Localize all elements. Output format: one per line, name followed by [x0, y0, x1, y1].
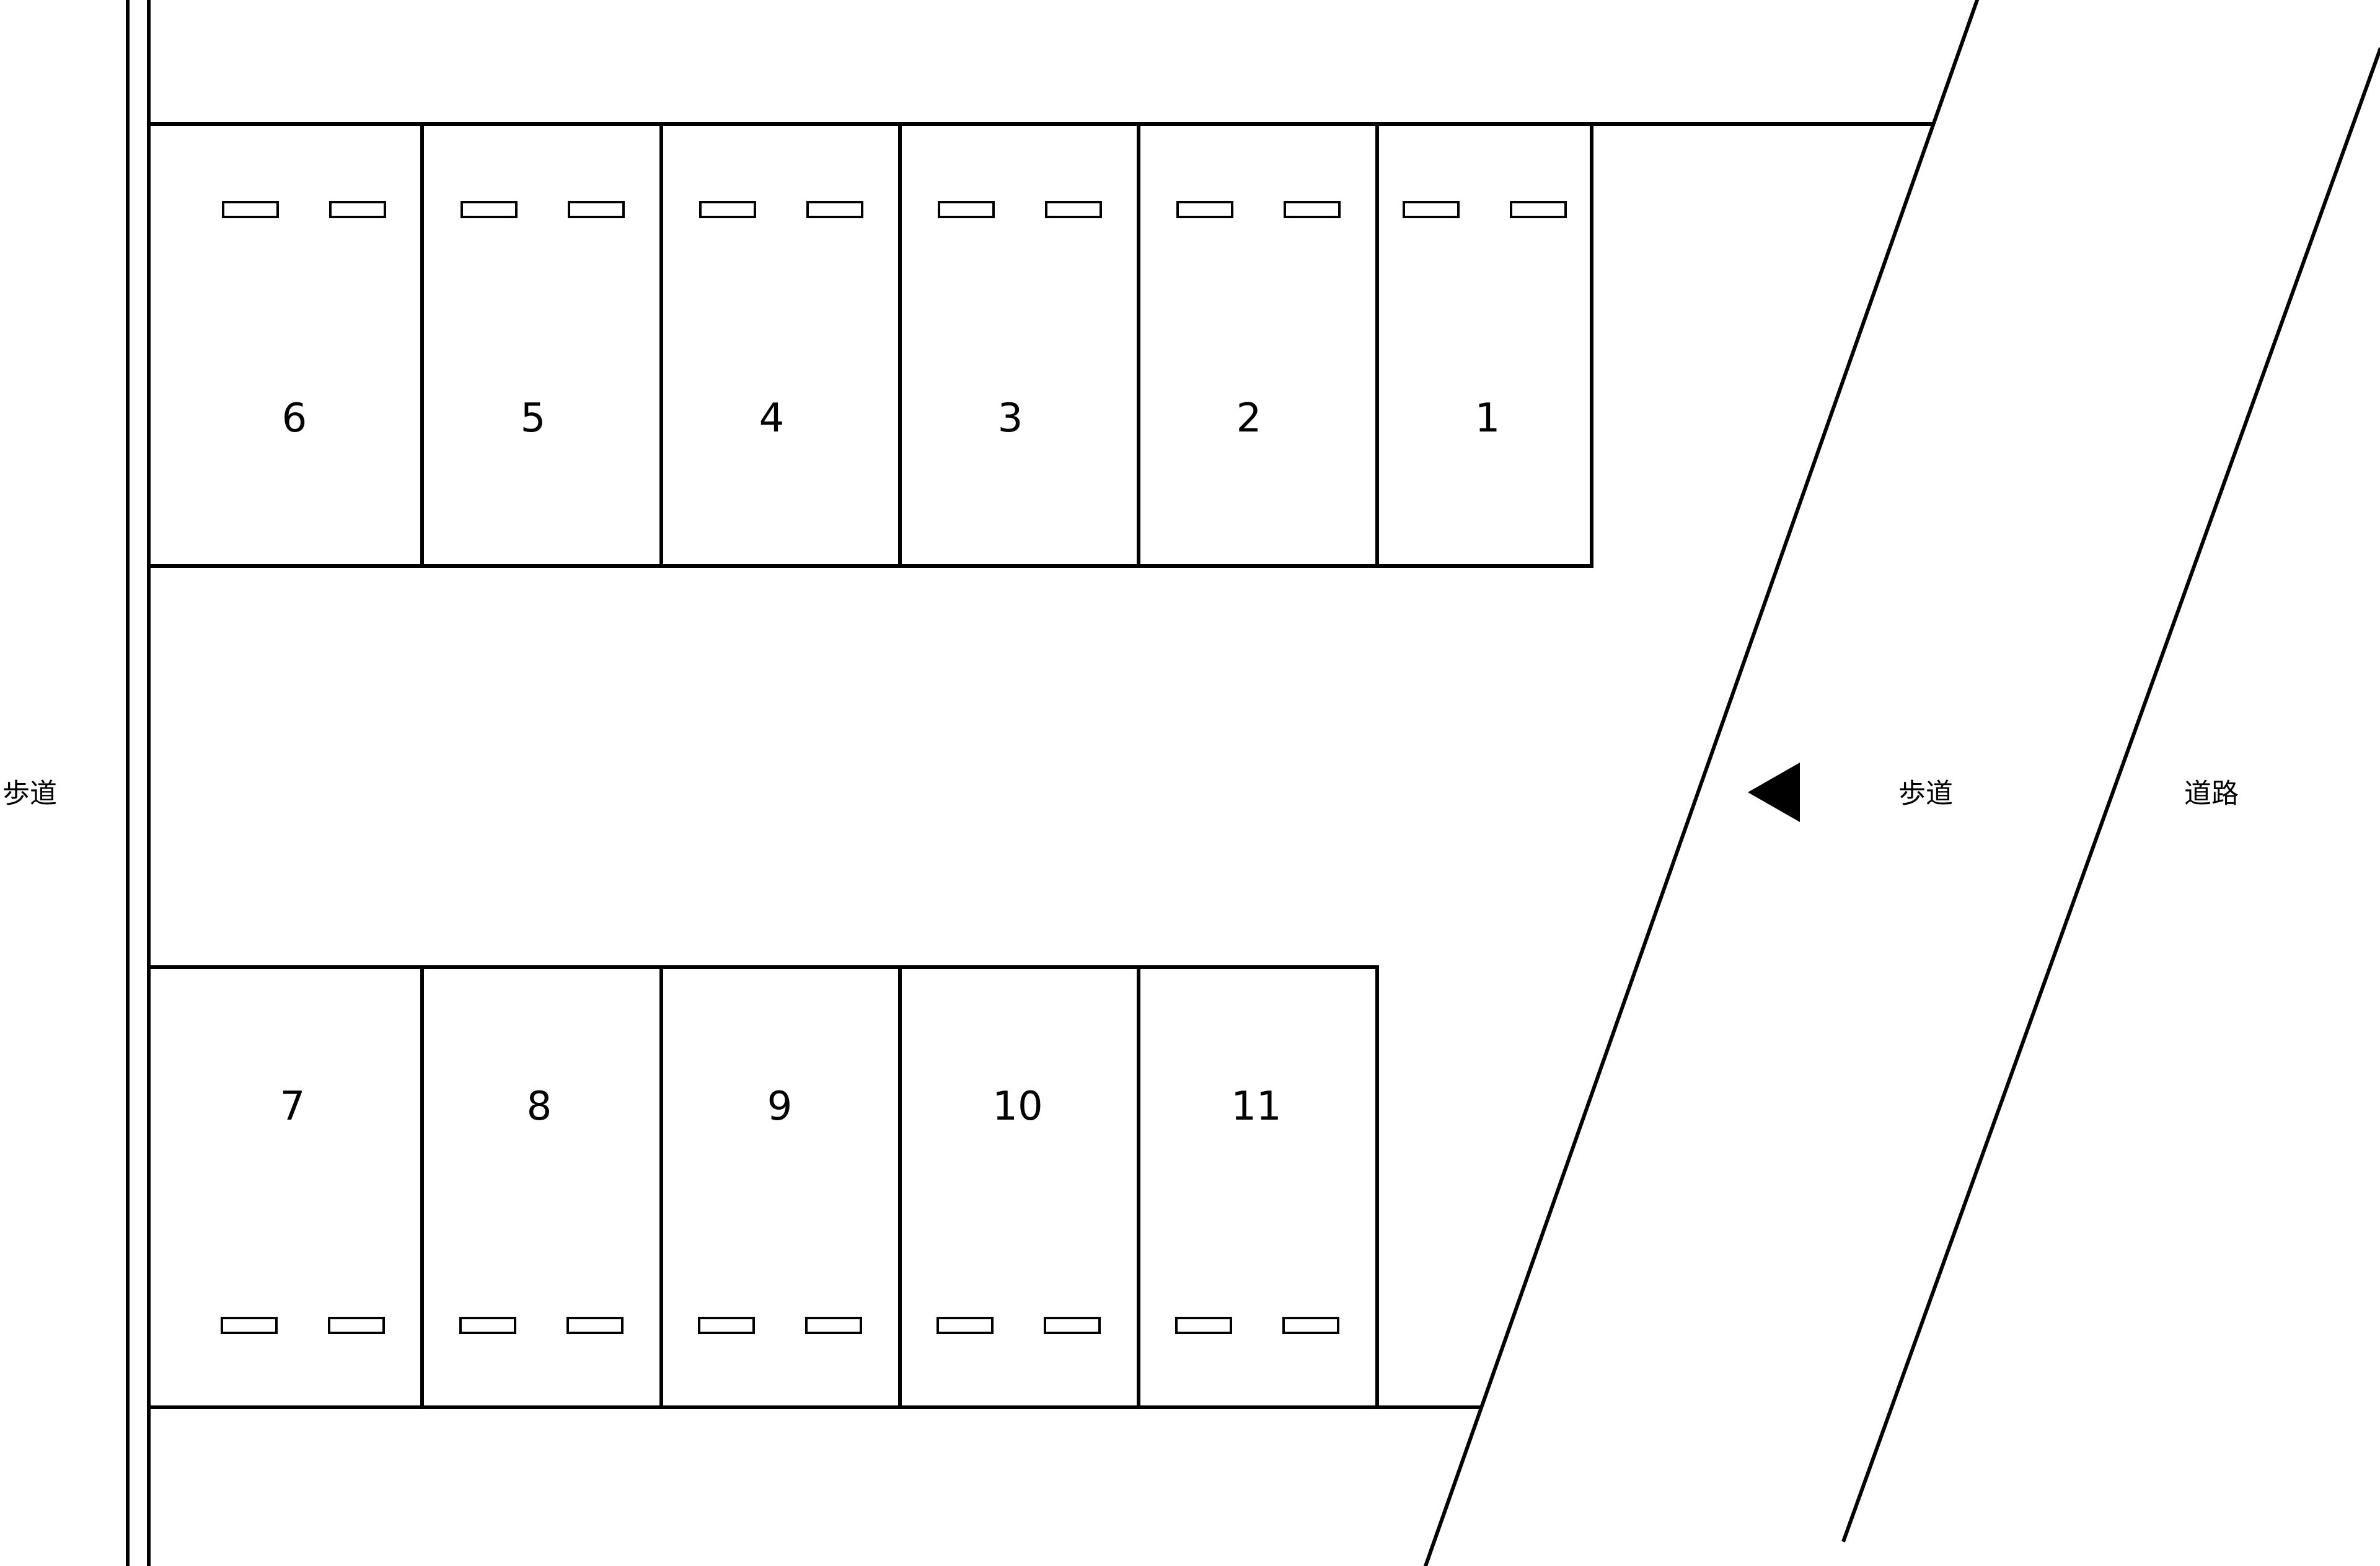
- slot-number-1: 1: [1475, 396, 1501, 441]
- slot-number-8: 8: [527, 1084, 552, 1130]
- slot-number-10: 10: [992, 1084, 1042, 1130]
- wheel-stop: [1045, 201, 1102, 218]
- sidewalk-edge-line: [1423, 0, 1980, 1566]
- wheel-stop: [1044, 1317, 1101, 1334]
- slot-number-4: 4: [759, 396, 785, 441]
- slot-number-2: 2: [1236, 396, 1262, 441]
- top-row-wheel-stops: [222, 201, 1567, 218]
- wheel-stop: [459, 1317, 516, 1334]
- wheel-stop: [1282, 1317, 1339, 1334]
- wheel-stop: [328, 1317, 385, 1334]
- slot-number-5: 5: [521, 396, 546, 441]
- wheel-stop: [1403, 201, 1460, 218]
- bottom-row-wheel-stops: [221, 1317, 1339, 1334]
- slot-number-11: 11: [1231, 1084, 1281, 1130]
- slot-number-9: 9: [767, 1084, 793, 1130]
- wheel-stop: [461, 201, 518, 218]
- wheel-stop: [1175, 1317, 1232, 1334]
- slot-number-3: 3: [998, 396, 1023, 441]
- wheel-stop: [937, 1317, 994, 1334]
- wheel-stop: [1284, 201, 1341, 218]
- wheel-stop: [699, 201, 756, 218]
- entrance-arrow-icon: [1748, 763, 1800, 822]
- wheel-stop: [568, 201, 625, 218]
- wheel-stop: [221, 1317, 278, 1334]
- left-sidewalk-label: 歩道: [2, 778, 57, 810]
- wheel-stop: [566, 1317, 624, 1334]
- wheel-stop: [1510, 201, 1567, 218]
- wheel-stop: [938, 201, 995, 218]
- wheel-stop: [1176, 201, 1233, 218]
- top-row-numbers: 6 5 4 3 2 1: [282, 396, 1501, 441]
- wheel-stop: [329, 201, 386, 218]
- top-row-stalls: [147, 122, 1934, 568]
- right-sidewalk-label: 歩道: [1898, 778, 1953, 810]
- wheel-stop: [805, 1317, 862, 1334]
- bottom-row-numbers: 7 8 9 10 11: [280, 1084, 1282, 1130]
- bottom-row-stalls: [147, 965, 1482, 1409]
- road-edge-line: [1841, 47, 2380, 1542]
- road-label: 道路: [2184, 778, 2239, 810]
- wheel-stop: [222, 201, 279, 218]
- wheel-stop: [698, 1317, 755, 1334]
- wheel-stop: [806, 201, 863, 218]
- slot-number-6: 6: [282, 396, 307, 441]
- slot-number-7: 7: [280, 1084, 306, 1130]
